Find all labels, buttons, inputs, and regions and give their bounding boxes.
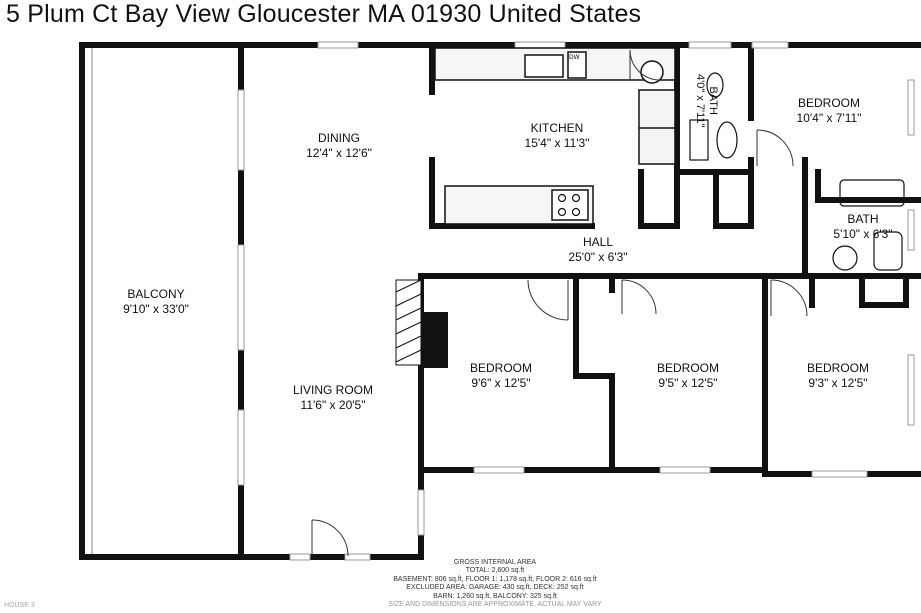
area-disclaimer: SIZE AND DIMENSIONS ARE APPROXIMATE, ACT… bbox=[388, 601, 602, 609]
area-total: TOTAL: 2,600 sq.ft bbox=[465, 567, 525, 575]
stove-burners bbox=[557, 193, 581, 217]
property-address: 5 Plum Ct Bay View Gloucester MA 01930 U… bbox=[6, 0, 642, 28]
kitchen-counters bbox=[434, 47, 676, 225]
walls bbox=[79, 42, 921, 560]
door-swings bbox=[311, 49, 808, 557]
fireplace-hatch bbox=[395, 279, 422, 366]
chimney bbox=[424, 312, 448, 368]
area-heading: GROSS INTERNAL AREA bbox=[453, 559, 537, 566]
floor-label: HOUSE 3 bbox=[4, 602, 35, 609]
area-barn: BARN: 1,260 sq.ft, BALCONY: 325 sq.ft bbox=[433, 592, 557, 600]
area-summary: GROSS INTERNAL AREA TOTAL: 2,600 sq.ft B… bbox=[388, 559, 601, 609]
bath-fixtures bbox=[689, 72, 905, 271]
dishwasher-label: DW bbox=[569, 54, 580, 61]
windows bbox=[237, 41, 915, 561]
area-floors: BASEMENT: 806 sq.ft, FLOOR 1: 1,178 sq.f… bbox=[393, 575, 597, 583]
area-excluded: EXCLUDED AREA: GARAGE: 430 sq.ft, DECK: … bbox=[406, 584, 584, 592]
